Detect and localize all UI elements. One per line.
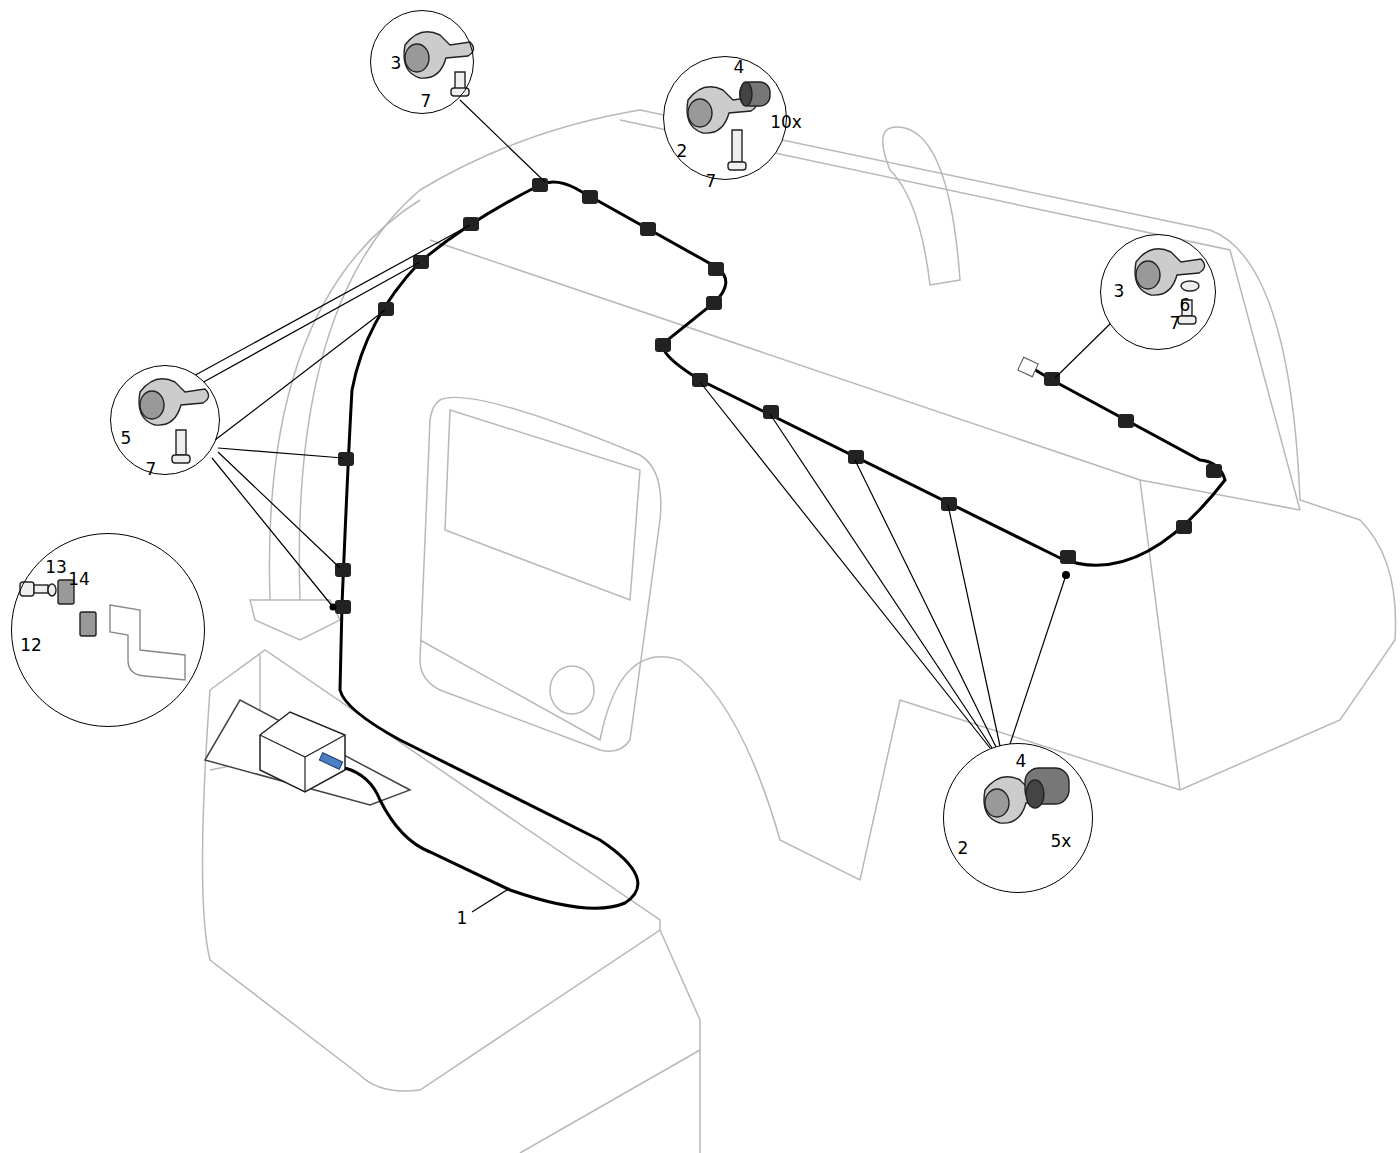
callout-number: 4 — [1016, 753, 1027, 770]
detail-circle: 42710x — [663, 56, 787, 180]
detail-circle: 57 — [110, 365, 220, 475]
callout-number: 2 — [958, 840, 969, 857]
callout-number: 6 — [1180, 297, 1191, 314]
callout-number: 3 — [391, 55, 402, 72]
leader-line — [472, 888, 510, 912]
callout-number: 7 — [1170, 315, 1181, 332]
harness-clips — [335, 178, 1222, 614]
callout-number: 5x — [1051, 833, 1072, 850]
detail-circle: 37 — [370, 10, 474, 114]
callout-number: 7 — [706, 173, 717, 190]
callout-number: 1 — [455, 909, 470, 928]
callout-number: 10x — [770, 114, 802, 131]
callout-number: 2 — [677, 143, 688, 160]
callout-number: 13 — [45, 559, 67, 576]
machine-outline — [203, 110, 1396, 1153]
wire-harness — [340, 182, 1225, 908]
leader-lines — [190, 100, 1112, 748]
control-box — [205, 700, 410, 805]
detail-circle: 3 67 — [1100, 234, 1216, 350]
detail-circle-fills — [12, 11, 1215, 892]
callout-number: 14 — [68, 571, 90, 588]
detail-circle: 4 2 5x — [943, 743, 1093, 893]
callout-number: 12 — [20, 637, 42, 654]
callout-number: 7 — [421, 93, 432, 110]
callout-number: 7 — [146, 461, 157, 478]
callout-number: 4 — [734, 59, 745, 76]
detail-parts — [20, 32, 1205, 824]
harness-end — [1018, 357, 1038, 376]
callout-number: 5 — [121, 430, 132, 447]
detail-circle: 1314 12 — [11, 533, 205, 727]
callout-number: 3 — [1114, 283, 1125, 300]
